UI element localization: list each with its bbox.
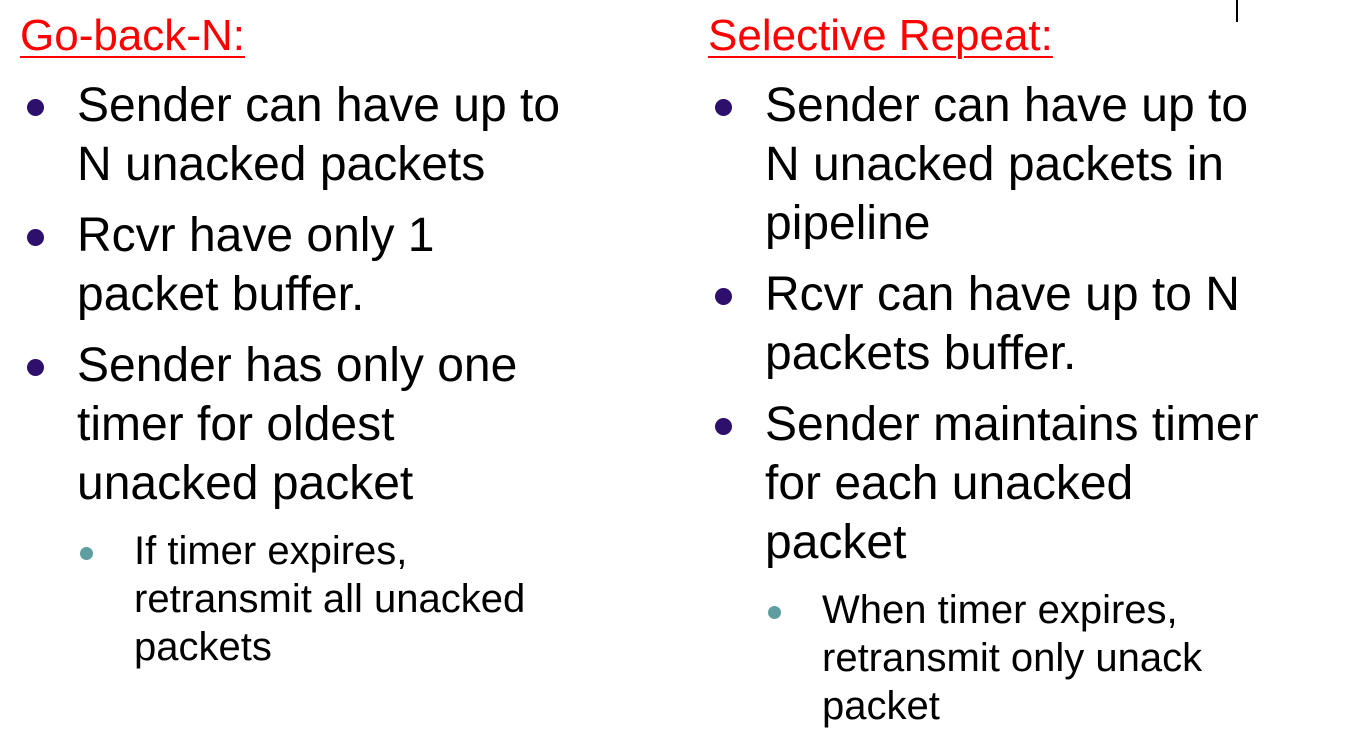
item-line: N unacked packets	[77, 138, 486, 191]
item-line: Sender can have up to	[765, 79, 1249, 132]
item-line: Sender has only one	[77, 339, 518, 392]
item-line: Rcvr can have up to N	[765, 268, 1240, 321]
sub-item-line: When timer expires,	[822, 588, 1178, 632]
item-line: pipeline	[765, 197, 931, 250]
sub-bullet-icon	[768, 606, 781, 619]
bullet-icon	[715, 99, 732, 116]
item-line: for each unacked	[765, 457, 1134, 510]
item-line: Sender can have up to	[77, 79, 561, 132]
item-line: N unacked packets in	[765, 138, 1224, 191]
list-item: Sender maintains timer for each unacked …	[688, 395, 1346, 730]
sub-list-item: When timer expires, retransmit only unac…	[765, 586, 1346, 730]
item-line: timer for oldest	[77, 398, 395, 451]
sub-item-line: retransmit all unacked	[134, 577, 526, 621]
item-line: packet buffer.	[77, 268, 365, 321]
sub-list-item: If timer expires, retransmit all unacked…	[77, 527, 680, 671]
bullet-icon	[27, 229, 44, 246]
list-item: Sender can have up to N unacked packets	[0, 76, 680, 194]
bullet-icon	[27, 99, 44, 116]
sub-item-line: packet	[822, 684, 940, 728]
selective-repeat-list: Sender can have up to N unacked packets …	[688, 76, 1346, 742]
item-line: packet	[765, 516, 907, 569]
go-back-n-heading: Go-back-N:	[20, 11, 245, 60]
sub-list: When timer expires, retransmit only unac…	[765, 586, 1346, 730]
slide-edge-line	[1236, 0, 1238, 22]
list-item: Sender has only one timer for oldest una…	[0, 336, 680, 671]
bullet-icon	[715, 418, 732, 435]
sub-item-line: packets	[134, 625, 272, 669]
sub-item-line: retransmit only unack	[822, 636, 1203, 680]
sub-bullet-icon	[80, 547, 93, 560]
item-line: Sender maintains timer	[765, 398, 1259, 451]
go-back-n-list: Sender can have up to N unacked packets …	[0, 76, 680, 683]
sub-list: If timer expires, retransmit all unacked…	[77, 527, 680, 671]
item-line: Rcvr have only 1	[77, 209, 435, 262]
selective-repeat-heading: Selective Repeat:	[708, 11, 1053, 60]
list-item: Sender can have up to N unacked packets …	[688, 76, 1346, 253]
item-line: unacked packet	[77, 457, 414, 510]
list-item: Rcvr can have up to N packets buffer.	[688, 265, 1346, 383]
list-item: Rcvr have only 1 packet buffer.	[0, 206, 680, 324]
sub-item-line: If timer expires,	[134, 529, 408, 573]
bullet-icon	[27, 359, 44, 376]
bullet-icon	[715, 288, 732, 305]
item-line: packets buffer.	[765, 327, 1077, 380]
